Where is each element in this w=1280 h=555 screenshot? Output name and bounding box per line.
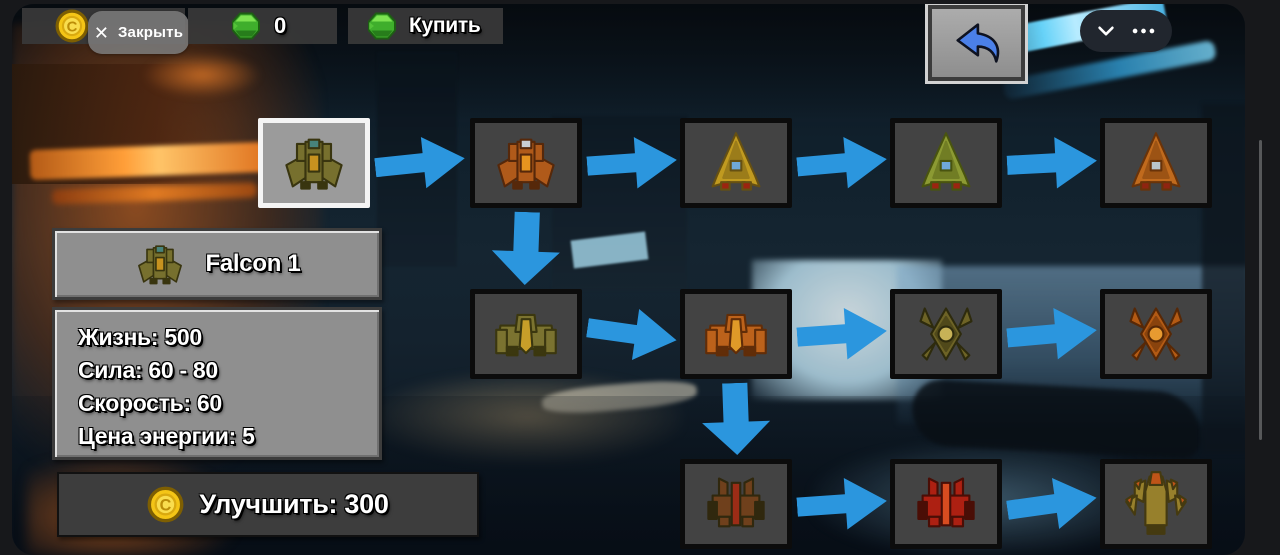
ship-node-3[interactable] [680,118,792,208]
ship-node-11[interactable] [890,459,1002,549]
ship-sprite [702,129,770,197]
ellipsis-menu-icon[interactable] [1130,26,1157,36]
svg-text:C: C [67,19,78,35]
undo-arrow-icon [949,15,1005,71]
ship-sprite [912,300,980,368]
upgrade-button[interactable]: C Улучшить: 300 [57,472,479,537]
ship-sprite [1122,300,1190,368]
ship-sprite [912,129,980,197]
ship-node-9[interactable] [1100,289,1212,379]
ship-name-panel: Falcon 1 [52,228,382,300]
chevron-down-icon[interactable] [1095,20,1117,42]
ship-sprite [702,300,770,368]
upgrade-arrow-icon [488,211,565,287]
stat-speed: Скорость: 60 [78,390,222,416]
gem-count: 0 [274,13,286,38]
gems-counter: 0 [188,8,337,44]
ship-node-1[interactable] [258,118,370,208]
upgrade-arrow-icon [585,132,679,194]
gem-icon [366,10,398,42]
ship-node-5[interactable] [1100,118,1212,208]
upgrade-arrow-icon [372,130,467,195]
ship-node-7[interactable] [680,289,792,379]
ship-node-6[interactable] [470,289,582,379]
close-button[interactable]: ✕ Закрыть [88,11,189,54]
buy-gems-button[interactable]: Купить [348,8,503,44]
ship-node-8[interactable] [890,289,1002,379]
ship-sprite [912,470,980,538]
upgrade-arrow-icon [795,131,890,195]
upgrade-arrow-icon [584,300,681,368]
coin-icon: C [55,9,89,43]
upgrade-arrow-icon [1004,470,1101,538]
ship-sprite [1122,129,1190,197]
close-label: Закрыть [117,24,184,41]
upgrade-arrow-icon [795,473,889,535]
buy-label: Купить [409,14,481,37]
back-button[interactable] [925,4,1028,84]
upgrade-label: Улучшить: 300 [199,489,389,519]
stat-power: Сила: 60 - 80 [78,357,218,383]
scrollbar[interactable] [1259,140,1262,440]
upgrade-arrow-icon [1005,302,1100,366]
ship-node-10[interactable] [680,459,792,549]
upgrade-arrow-icon [698,382,774,457]
stat-energy-cost: Цена энергии: 5 [78,423,255,449]
upgrade-arrow-icon [795,303,889,365]
gem-icon [230,10,262,42]
ship-stats-panel: Жизнь: 500 Сила: 60 - 80 Скорость: 60 Це… [52,307,382,460]
game-viewport: C ✕ Закрыть 0 Купить Falcon 1 Жизнь: 500… [12,4,1245,555]
upgrade-arrow-icon [1006,133,1099,194]
svg-text:C: C [160,496,172,514]
bg-orange-glow [142,52,262,98]
stat-health: Жизнь: 500 [78,324,202,350]
ship-name: Falcon 1 [205,250,301,277]
ship-node-12[interactable] [1100,459,1212,549]
ship-node-2[interactable] [470,118,582,208]
ship-sprite [280,129,348,197]
window-controls [1080,10,1172,52]
upgrade-tree [12,4,1245,555]
ship-sprite [492,300,560,368]
ship-icon [134,238,186,290]
ship-sprite [702,470,770,538]
ship-sprite [492,129,560,197]
ship-node-4[interactable] [890,118,1002,208]
ship-sprite [1122,470,1190,538]
coin-icon: C [147,486,184,523]
close-icon: ✕ [93,22,109,43]
